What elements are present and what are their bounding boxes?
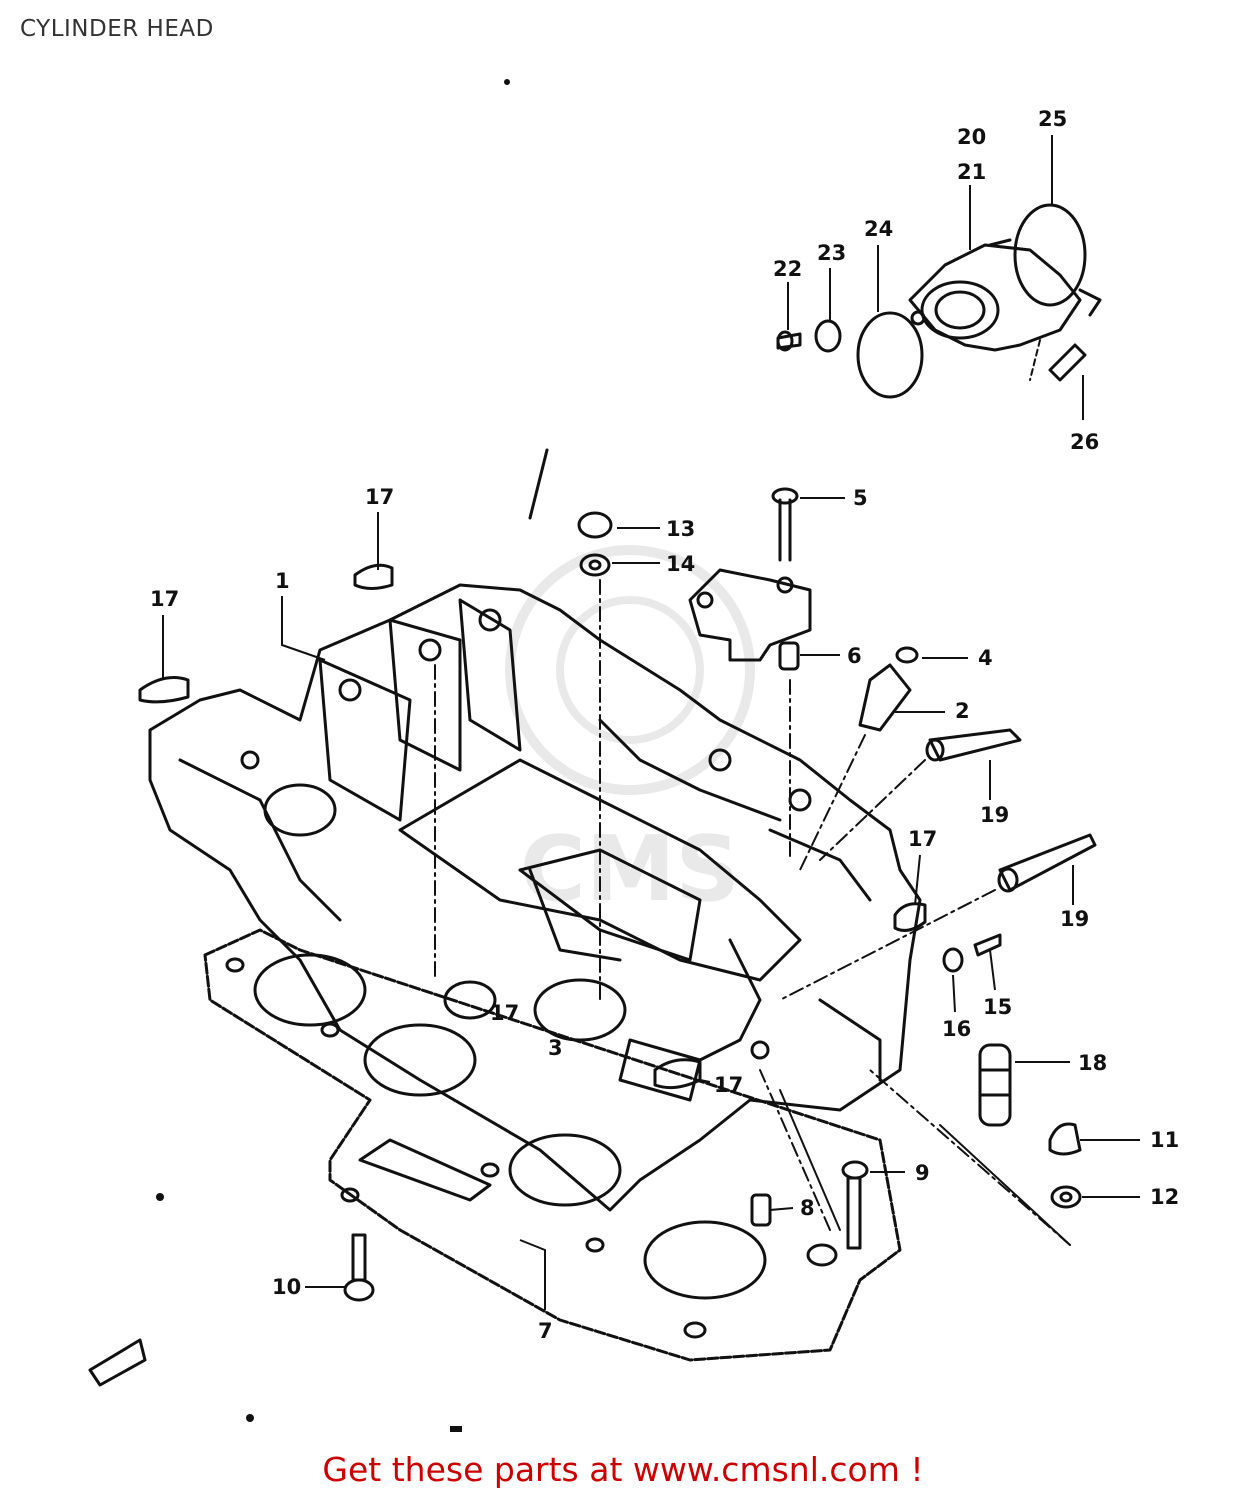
- callout-16: 16: [942, 1017, 971, 1041]
- hose-26: [1048, 343, 1087, 382]
- washer-14: [579, 553, 611, 577]
- plug-17-a: [353, 563, 394, 590]
- washer-16: [942, 947, 964, 973]
- callout-22: 22: [773, 257, 802, 281]
- callout-11: 11: [1150, 1128, 1179, 1152]
- o-ring-24: [856, 311, 924, 399]
- o-ring-4: [895, 646, 919, 664]
- part-18: [978, 1043, 1012, 1127]
- callout-6: 6: [847, 644, 862, 668]
- callout-14: 14: [666, 552, 695, 576]
- intake-pipe: [908, 238, 1082, 352]
- svg-text:CMS: CMS: [520, 817, 740, 922]
- clamp-25: [1013, 203, 1102, 317]
- plug-17-b: [138, 676, 190, 704]
- bolt-9: [841, 1160, 869, 1250]
- cam-cap: [688, 487, 812, 662]
- washer-23: [814, 319, 842, 353]
- callout-1: 1: [275, 569, 290, 593]
- callout-17-a: 17: [365, 485, 394, 509]
- callout-5: 5: [853, 486, 868, 510]
- callout-4: 4: [978, 646, 993, 670]
- cap-nut-11: [1048, 1122, 1082, 1156]
- callout-9: 9: [915, 1161, 930, 1185]
- callout-20: 20: [957, 125, 986, 149]
- callout-17-d: 17: [714, 1073, 743, 1097]
- callout-21: 21: [957, 160, 986, 184]
- callout-10: 10: [272, 1275, 301, 1299]
- nut-13: [577, 511, 613, 539]
- dowel-6: [778, 641, 800, 671]
- dowel-8: [750, 1193, 772, 1227]
- callout-13: 13: [666, 517, 695, 541]
- sensor-19-upper: [925, 728, 1022, 762]
- sensor-19-lower: [997, 833, 1097, 893]
- callout-7: 7: [538, 1319, 553, 1343]
- callout-19-b: 19: [1060, 907, 1089, 931]
- callout-26: 26: [1070, 430, 1099, 454]
- washer-12: [1050, 1185, 1082, 1209]
- callout-17-e: 17: [490, 1001, 519, 1025]
- callout-8: 8: [800, 1196, 815, 1220]
- callout-17-c: 17: [908, 827, 937, 851]
- callout-25: 25: [1038, 107, 1067, 131]
- cylinder-head-body: [148, 583, 922, 1212]
- head-gasket: [203, 928, 902, 1362]
- callout-24: 24: [864, 217, 893, 241]
- pipe-2: [858, 663, 912, 732]
- page-title: CYLINDER HEAD: [20, 16, 214, 42]
- callout-3: 3: [548, 1036, 563, 1060]
- callout-17-b: 17: [150, 587, 179, 611]
- watermark-logo: CMS: [505, 545, 755, 922]
- callout-19-a: 19: [980, 803, 1009, 827]
- callout-12: 12: [1150, 1185, 1179, 1209]
- screw-22: [776, 330, 802, 352]
- callout-23: 23: [817, 241, 846, 265]
- bolt-10: [343, 1233, 375, 1302]
- callout-18: 18: [1078, 1051, 1107, 1075]
- callout-2: 2: [955, 699, 970, 723]
- bolt-15: [973, 933, 1002, 957]
- callout-15: 15: [983, 995, 1012, 1019]
- footer-link-text[interactable]: Get these parts at www.cmsnl.com !: [322, 1450, 924, 1489]
- plug-17-c: [893, 902, 927, 932]
